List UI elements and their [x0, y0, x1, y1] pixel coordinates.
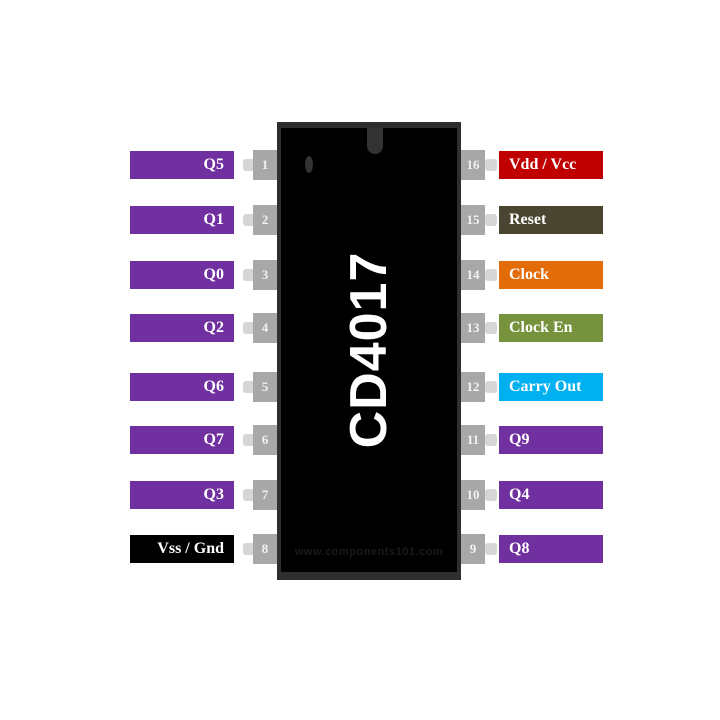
pin-number: 6 [253, 425, 277, 455]
pin-label: Vss / Gnd [130, 535, 234, 563]
pin-row-11: Q9 11 [0, 425, 720, 455]
pin-row-6: Q7 6 [0, 425, 720, 455]
pin-lead-icon [243, 214, 255, 226]
pin-lead-icon [243, 543, 255, 555]
pin-row-14: Clock 14 [0, 260, 720, 290]
pin-lead-icon [485, 489, 497, 501]
pin-lead-icon [243, 434, 255, 446]
pin-number: 7 [253, 480, 277, 510]
pin-lead-icon [243, 322, 255, 334]
pin-lead-icon [485, 543, 497, 555]
pin-number: 5 [253, 372, 277, 402]
pin-row-12: Carry Out 12 [0, 372, 720, 402]
pin1-dot-icon [305, 156, 313, 173]
pin-label: Q6 [130, 373, 234, 401]
pin-number: 10 [461, 480, 485, 510]
pin-row-2: Q1 2 [0, 205, 720, 235]
pin-label: Q3 [130, 481, 234, 509]
pin-lead-icon [485, 381, 497, 393]
pin-label: Vdd / Vcc [499, 151, 603, 179]
pin-label: Q4 [499, 481, 603, 509]
pin-lead-icon [243, 489, 255, 501]
pin-label: Q7 [130, 426, 234, 454]
pin-lead-icon [485, 434, 497, 446]
chip-inner: CD4017 www.components101.com [281, 128, 457, 572]
pin-label: Q2 [130, 314, 234, 342]
pin-lead-icon [485, 159, 497, 171]
pin-label: Clock [499, 261, 603, 289]
pin-number: 3 [253, 260, 277, 290]
pin-number: 15 [461, 205, 485, 235]
pin-number: 16 [461, 150, 485, 180]
pin-label: Q8 [499, 535, 603, 563]
pin-lead-icon [243, 269, 255, 281]
pin-number: 9 [461, 534, 485, 564]
pin-number: 8 [253, 534, 277, 564]
pin-row-5: Q6 5 [0, 372, 720, 402]
pin-row-15: Reset 15 [0, 205, 720, 235]
pin-label: Q5 [130, 151, 234, 179]
pin-label: Carry Out [499, 373, 603, 401]
pin-label: Q9 [499, 426, 603, 454]
pin-row-13: Clock En 13 [0, 313, 720, 343]
pin-lead-icon [485, 214, 497, 226]
pin-row-16: Vdd / Vcc 16 [0, 150, 720, 180]
pin-label: Q1 [130, 206, 234, 234]
pin-row-3: Q0 3 [0, 260, 720, 290]
orientation-notch-icon [367, 128, 383, 154]
pin-number: 14 [461, 260, 485, 290]
pin-row-7: Q3 7 [0, 480, 720, 510]
pin-lead-icon [485, 322, 497, 334]
pin-row-4: Q2 4 [0, 313, 720, 343]
pin-row-9: Q8 9 [0, 534, 720, 564]
pin-row-8: Vss / Gnd 8 [0, 534, 720, 564]
watermark: www.components101.com [294, 546, 444, 558]
pin-number: 12 [461, 372, 485, 402]
pin-lead-icon [243, 381, 255, 393]
pin-number: 2 [253, 205, 277, 235]
pin-number: 4 [253, 313, 277, 343]
pin-number: 11 [461, 425, 485, 455]
pin-label: Reset [499, 206, 603, 234]
ic-chip-body: CD4017 www.components101.com [277, 122, 461, 580]
pin-lead-icon [243, 159, 255, 171]
pin-number: 13 [461, 313, 485, 343]
pin-row-1: Q5 1 [0, 150, 720, 180]
pin-lead-icon [485, 269, 497, 281]
pin-label: Clock En [499, 314, 603, 342]
pin-number: 1 [253, 150, 277, 180]
pin-row-10: Q4 10 [0, 480, 720, 510]
pin-label: Q0 [130, 261, 234, 289]
